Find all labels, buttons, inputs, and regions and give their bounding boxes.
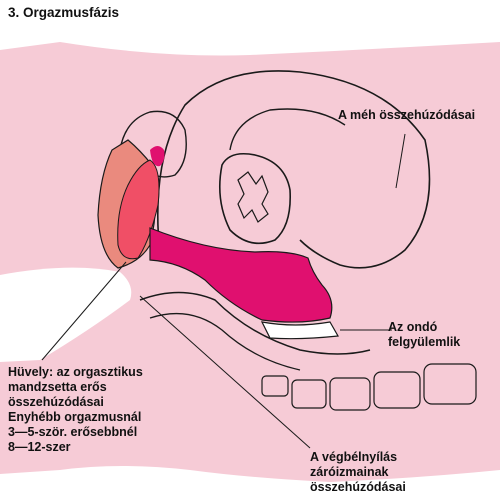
- leader-lines: [41, 133, 406, 449]
- clitoris: [150, 146, 165, 167]
- spine: [261, 363, 477, 411]
- orgasmic-cuff: [117, 159, 160, 260]
- rectum-outline: [139, 291, 371, 355]
- bladder-inner: [237, 171, 269, 223]
- label-anal-sphincter: A végbélnyílás záróizmainak összehúzódás…: [310, 450, 406, 494]
- label-semen-pooling: Az ondó felgyülemlik: [388, 320, 461, 349]
- bladder: [218, 152, 292, 245]
- semen-pool: [260, 321, 339, 340]
- perineal-notch: [0, 267, 132, 362]
- diagram-title: 3. Orgazmusfázis: [8, 5, 120, 20]
- pubic-bone: [119, 110, 187, 178]
- uterine-cavity: [229, 108, 346, 151]
- label-uterus-contractions: A méh összehúzódásai: [338, 108, 476, 122]
- label-vagina-cuff: Hüvely: az orgasztikus mandzsetta erős ö…: [8, 365, 143, 454]
- uterus-outline: [156, 70, 431, 269]
- anal-canal: [149, 312, 301, 371]
- contraction-region: [149, 227, 333, 323]
